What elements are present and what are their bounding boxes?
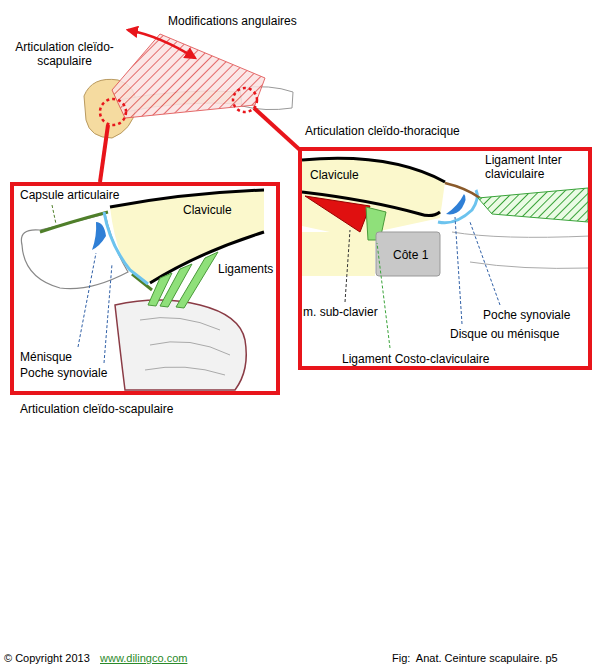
scapula-outline [115,300,246,390]
inset-heading: Articulation cleïdo-scapulaire [20,402,173,416]
part-label: Clavicule [183,203,232,217]
synovial-pouch [438,190,477,223]
part-label: Ligaments [218,262,273,276]
joint-capsule [445,183,480,198]
joint-capsule [132,274,152,290]
ligament-band [176,252,218,308]
part-label: Ligament Costo-claviculaire [342,352,489,366]
leader-line [52,205,56,224]
part-label: Côte 1 [393,248,428,262]
thorax-ground [302,232,375,276]
first-rib [376,232,440,276]
footer-note: www.dilingco.com [100,652,187,665]
part-label: Ménisque [20,350,72,364]
articular-disc [446,194,466,214]
part-label: Clavicule [310,168,359,182]
inset-panel: Articulation cleïdo-thoraciqueClaviculeL… [298,147,592,370]
clavicle-edge [302,158,445,182]
leader-line [470,222,500,305]
figure-label: Articulation cleïdo-scapulaire [12,40,117,68]
leader-line [345,230,350,302]
acromion-outline [21,214,128,289]
zoom-line [254,108,300,150]
footer-note: © Copyright 2013 [4,652,90,665]
joint-marker [100,99,126,125]
part-label: m. sub-clavier [303,305,378,319]
angle-arrow [128,30,195,58]
footer-note: Fig: Anat. Ceinture scapulaire. p5 [392,652,558,665]
part-label: Ligament Inter claviculaire [485,153,585,181]
sternum-outline [452,232,590,268]
joint-marker [233,88,257,112]
overview-drawing [84,30,300,182]
sternoclavicular-drawing [302,158,590,348]
zoom-line [100,125,108,182]
figure-label: Modifications angulaires [168,14,297,28]
leader-line [104,264,112,363]
bone-texture [140,318,230,375]
leader-line [78,253,96,347]
leader-line [455,217,462,324]
part-label: Disque ou ménisque [450,327,559,341]
interclavicular-ligament [478,188,588,222]
angular-range [112,34,265,118]
inset-heading: Articulation cleïdo-thoracique [305,124,460,138]
part-label: Capsule articulaire [20,188,119,202]
leader-line [377,243,390,348]
inset-panel: Capsule articulaireClaviculeLigamentsMén… [10,182,280,395]
part-label: Poche synoviale [483,308,570,322]
synovial-pouch [104,212,148,284]
subclavius-muscle [305,196,370,232]
meniscus [92,222,106,250]
part-label: Poche synoviale [20,366,107,380]
